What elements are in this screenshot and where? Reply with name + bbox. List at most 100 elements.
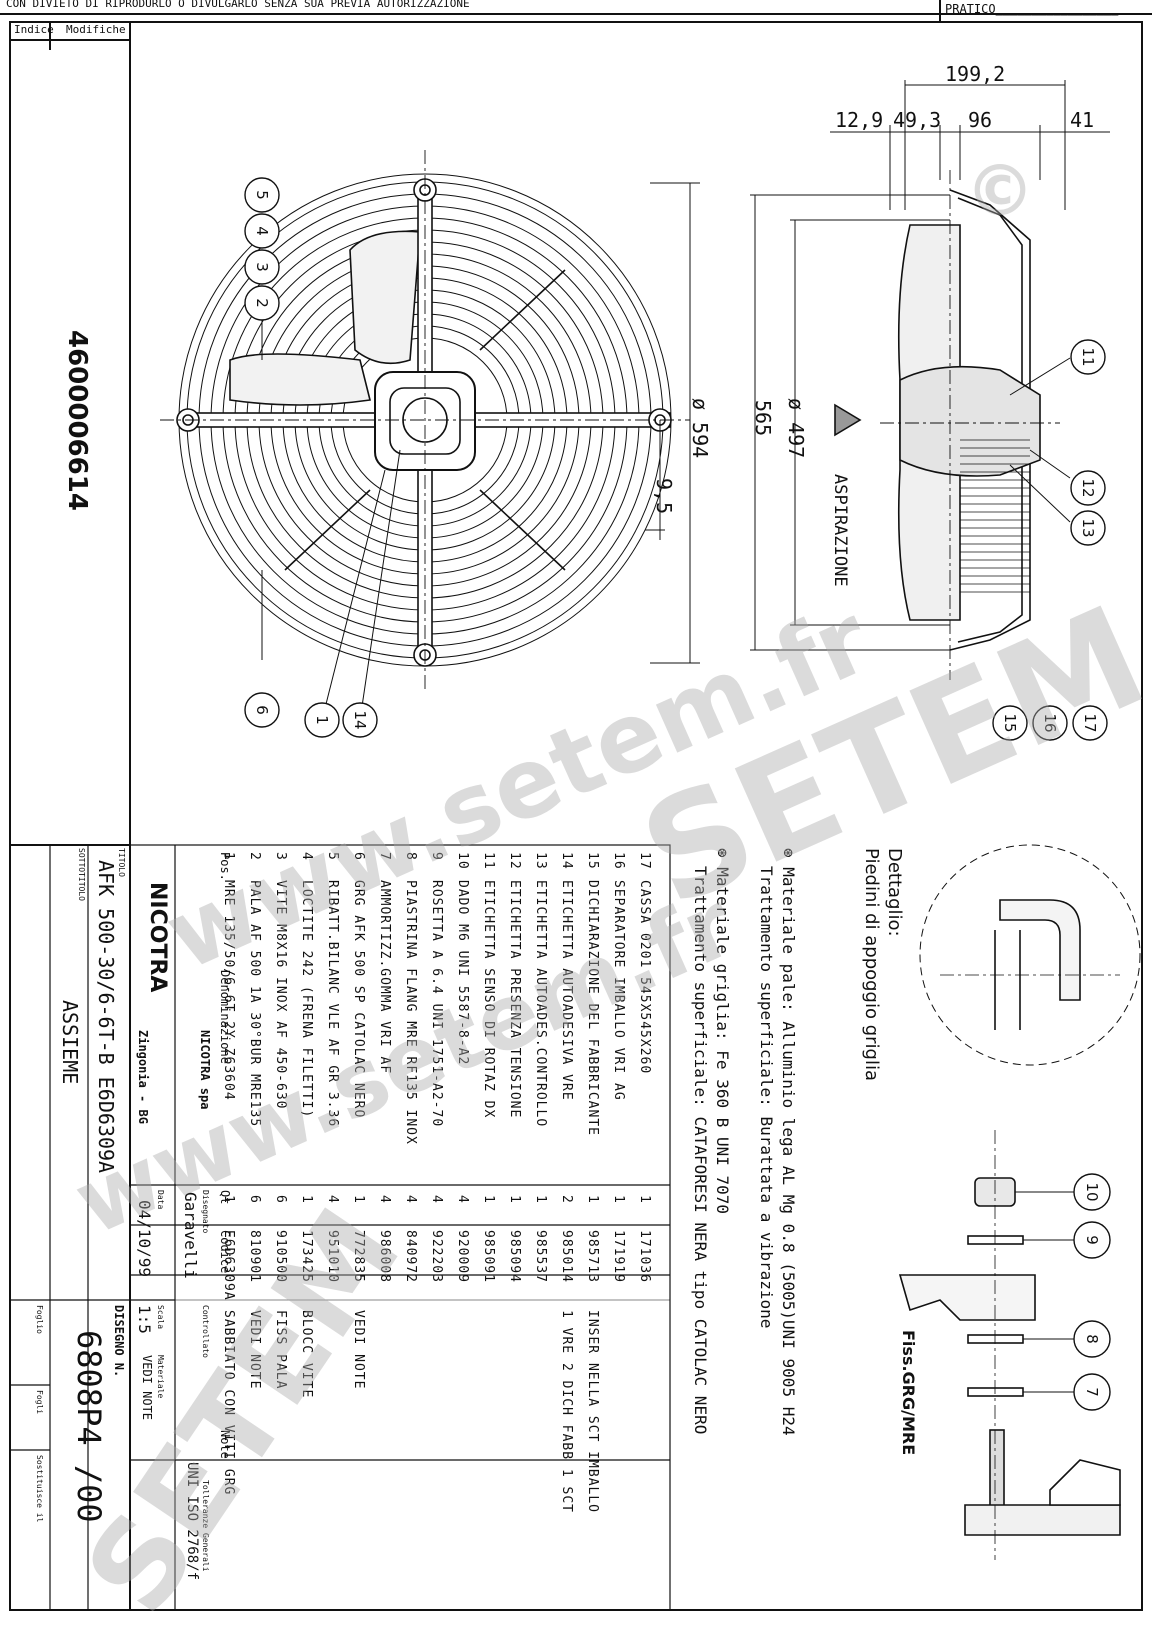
table-cell-note: VEDI NOTE: [247, 1310, 262, 1390]
balloon-14: 14: [351, 710, 369, 730]
dim-overall-depth: 199,2: [945, 62, 1006, 86]
table-cell-qt: 1: [481, 1195, 496, 1204]
table-cell-qt: 1: [611, 1195, 626, 1204]
table-cell-note: SABBIATO CON VITI GRG: [221, 1310, 236, 1496]
balloon-15: 15: [1001, 713, 1019, 733]
table-cell-qt: 6: [273, 1195, 288, 1204]
materials-note-2a: ⊛ Materiale griglia: Fe 360 B UNI 7070: [713, 848, 732, 1215]
table-cell-desc: PALA AF 500 1A 30°BUR MRE135: [247, 880, 262, 1128]
table-cell-qt: 4: [455, 1195, 470, 1204]
table-cell-desc: ETICHETTA AUTOADES.CONTROLLO: [533, 880, 548, 1128]
table-cell-qt: 1: [533, 1195, 548, 1204]
balloon-10: 10: [1083, 1182, 1101, 1202]
materials-note-2a-text: Materiale griglia: Fe 360 B UNI 7070: [713, 867, 732, 1215]
table-cell-code: 772835: [351, 1230, 366, 1283]
table-cell-pos: 11: [481, 852, 496, 870]
drawing-title: AFK 500-30/6-6T-B E6D6309A: [94, 860, 118, 1174]
controllato-label: Controllato: [201, 1305, 210, 1358]
sostituisce-label: Sostituisce il: [35, 1455, 44, 1523]
title-block-grid: [10, 845, 176, 1610]
table-cell-code: 173425: [299, 1230, 314, 1283]
table-cell-pos: 15: [585, 852, 600, 870]
table-cell-note: 1 VRE 2 DICH FABB 1 SCT: [559, 1310, 574, 1514]
table-cell-qt: 1: [351, 1195, 366, 1204]
table-cell-qt: 1: [585, 1195, 600, 1204]
balloon-1: 1: [313, 715, 331, 725]
table-cell-desc: CASSA 0201 545X545X260: [637, 880, 652, 1075]
table-cell-qt: 4: [325, 1195, 340, 1204]
dim-d3: 96: [968, 108, 993, 132]
dim-d2: 49,3: [893, 108, 942, 132]
table-cell-qt: 1: [507, 1195, 522, 1204]
sottotitolo-label: SOTTOTITOLO: [77, 848, 86, 901]
pratico-text: PRATICO: [945, 2, 996, 16]
table-cell-code: 920009: [455, 1230, 470, 1283]
table-cell-code: 910500: [273, 1230, 288, 1283]
disegno-label: DISEGNO N.: [112, 1305, 126, 1378]
table-cell-note: VEDI NOTE: [351, 1310, 366, 1390]
balloon-2: 2: [253, 298, 271, 308]
company-full-name: NICOTRA spa: [198, 1030, 212, 1110]
table-cell-desc: VITE M8X16 INOX AF 450-630: [273, 880, 288, 1110]
dim-d4: 41: [1070, 108, 1095, 132]
modifiche-label: Modifiche: [66, 23, 126, 36]
parts-table-grid: [129, 844, 671, 1611]
front-dimensions: [645, 182, 700, 664]
table-cell-desc: AMMORTIZZ.GOMMA VRI AF: [377, 880, 392, 1075]
drawing-scale: 1:5: [135, 1305, 154, 1334]
balloon-3: 3: [253, 262, 271, 272]
detail-subtitle: Piedini di appoggio griglia: [861, 848, 882, 1082]
foglio-label: Foglio: [35, 1305, 44, 1334]
materiale-label: Materiale: [156, 1355, 165, 1399]
balloon-13: 13: [1079, 518, 1097, 538]
table-cell-code: 840972: [403, 1230, 418, 1283]
table-cell-note: INSER NELLA SCT IMBALLO: [585, 1310, 600, 1514]
table-cell-qt: 6: [247, 1195, 262, 1204]
fogli-label: Fogli: [35, 1390, 44, 1415]
dim-height: 565: [751, 400, 775, 437]
detail-view: [919, 844, 1141, 1066]
balloon-17: 17: [1081, 713, 1099, 733]
table-cell-qt: 1: [221, 1195, 236, 1204]
table-cell-pos: 17: [637, 852, 652, 870]
drawing-date: 04/10/99: [135, 1200, 154, 1278]
tolerance-value: UNI ISO 2768/f: [184, 1462, 200, 1581]
table-cell-qt: 1: [299, 1195, 314, 1204]
copyright-notice: CON DIVIETO DI RIPRODURLO O DIVULGARLO S…: [6, 0, 470, 10]
table-cell-code: E6D6309A: [221, 1230, 236, 1301]
aspiration-label: ASPIRAZIONE: [830, 474, 850, 587]
indice-label: Indice: [14, 23, 54, 36]
titolo-label: TITOLO: [117, 848, 126, 877]
materials-note-1a-text: Materiale pale: Alluminio lega AL Mg 0.8…: [779, 867, 798, 1436]
table-cell-pos: 4: [299, 852, 314, 861]
balloon-6: 6: [253, 705, 271, 715]
table-cell-desc: ETICHETTA SENSO DI ROTAZ DX: [481, 880, 496, 1119]
table-cell-pos: 8: [403, 852, 418, 861]
balloon-12: 12: [1079, 478, 1097, 498]
table-cell-desc: GRG AFK 500 SP CATOLAC NERO: [351, 880, 366, 1119]
balloon-9: 9: [1083, 1235, 1101, 1245]
table-cell-code: 985713: [585, 1230, 600, 1283]
dim-diam-inner: ø 497: [784, 398, 808, 459]
table-cell-desc: MRE 135/50/6-6T 2Y Z63604: [221, 880, 236, 1101]
company-logo-text: NICOTRA: [145, 882, 170, 993]
materials-note-1b: Trattamento superficiale: Burattata a vi…: [757, 866, 776, 1329]
table-cell-desc: RIBATT.BILANC VLE AF GR 3.36: [325, 880, 340, 1128]
balloon-leaders: [261, 290, 1071, 721]
fan-front-view: [160, 150, 690, 690]
table-cell-pos: 2: [247, 852, 262, 861]
table-cell-code: 985014: [559, 1230, 574, 1283]
table-cell-pos: 12: [507, 852, 522, 870]
fixing-label: Fiss.GRG/MRE: [899, 1330, 918, 1456]
table-cell-code: 171036: [637, 1230, 652, 1283]
table-cell-desc: PIASTRINA FLANG MRE RF135 INOX: [403, 880, 418, 1145]
balloon-circles: [244, 177, 1111, 1411]
table-cell-pos: 3: [273, 852, 288, 861]
balloon-16: 16: [1041, 713, 1059, 733]
table-cell-note: FISS PALA: [273, 1310, 288, 1390]
table-cell-desc: SEPARATORE IMBALLO VRI AG: [611, 880, 626, 1101]
table-cell-code: 171919: [611, 1230, 626, 1283]
table-cell-pos: 6: [351, 852, 366, 861]
company-location: Zingonia - BG: [136, 1030, 150, 1124]
